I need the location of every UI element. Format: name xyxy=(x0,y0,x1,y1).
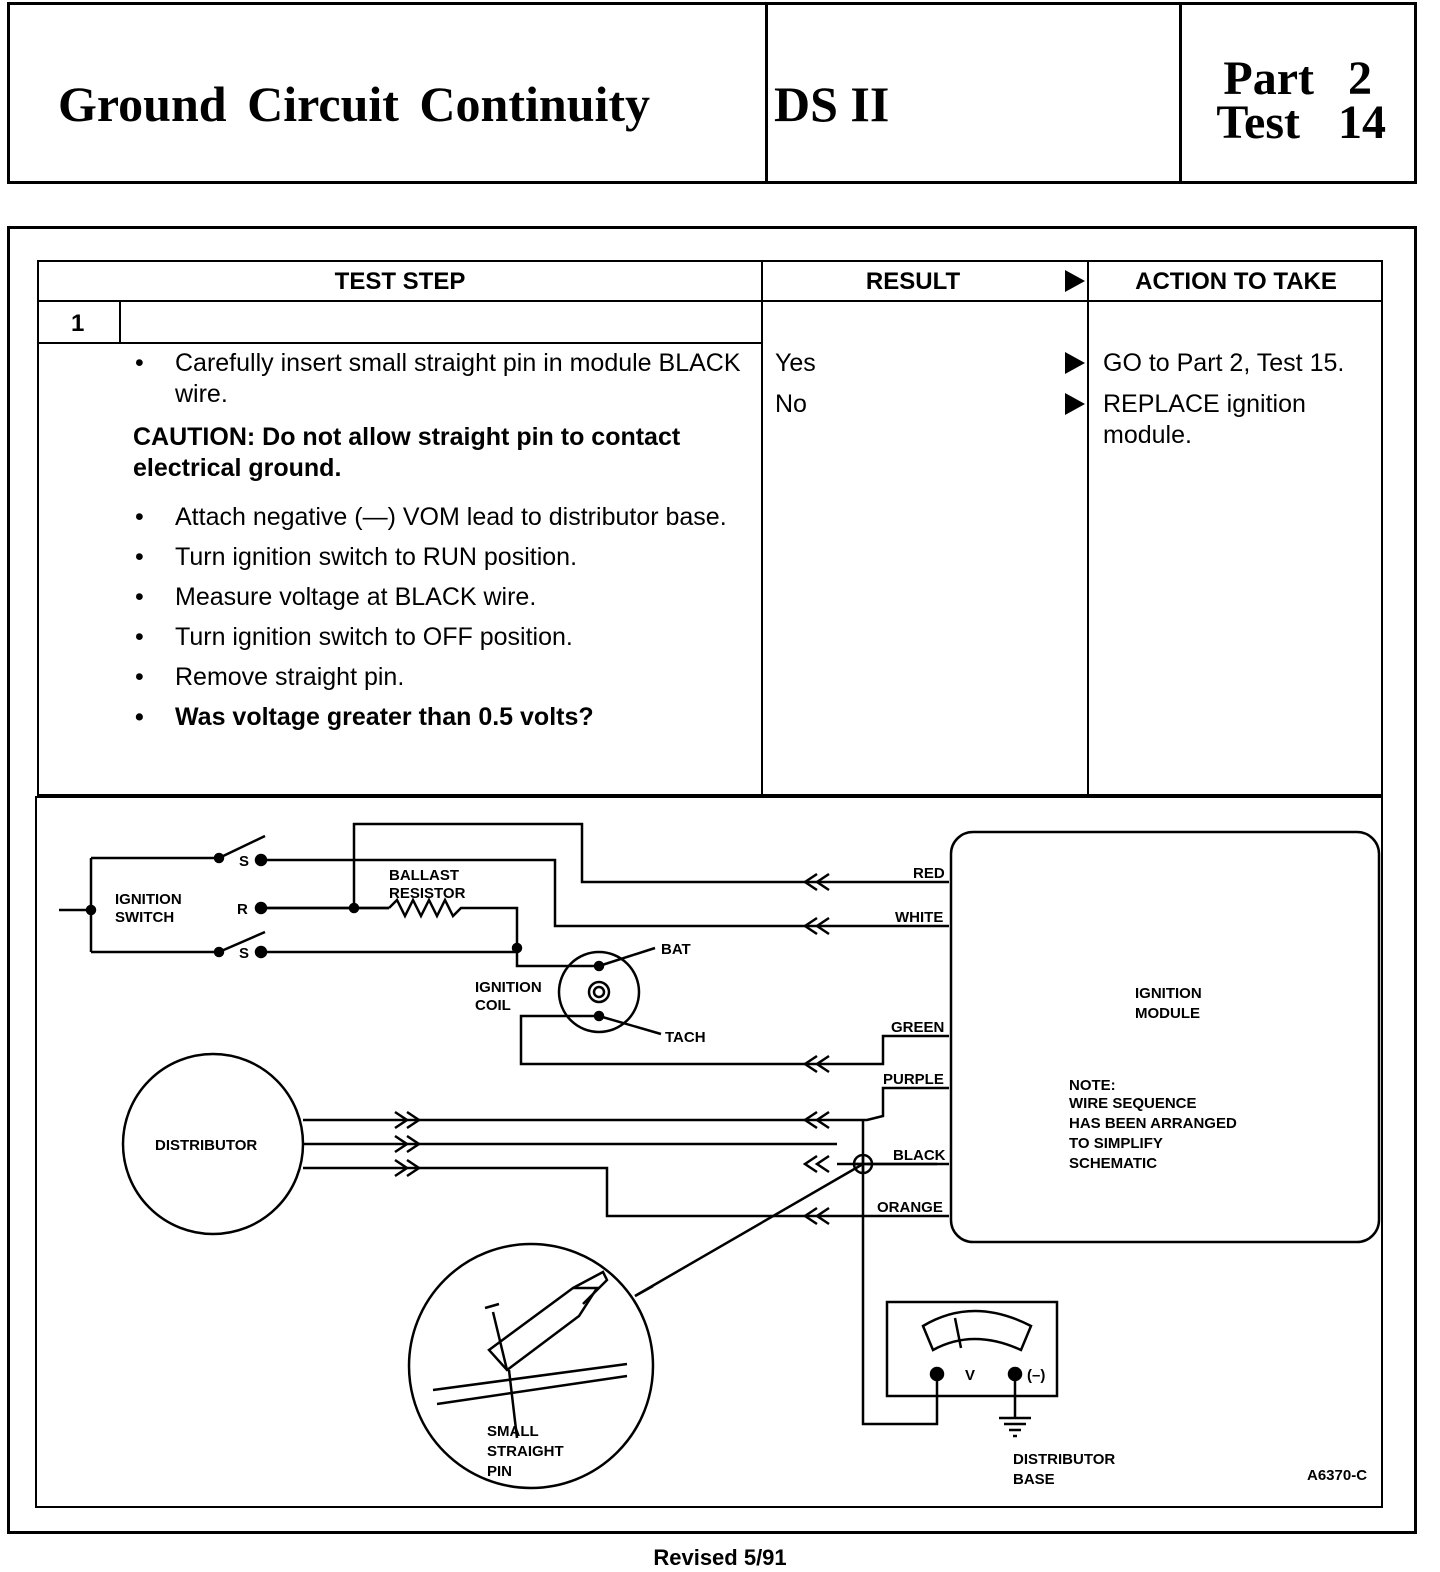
svg-text:V: V xyxy=(965,1367,975,1384)
ignition-module-box xyxy=(949,830,1381,1244)
table-header: TEST STEP RESULT ACTION TO TAKE xyxy=(39,262,1381,302)
ignition-switch: IGNITION SWITCH S R S xyxy=(59,834,268,962)
revision-footer: Revised 5/91 xyxy=(653,1545,787,1570)
svg-text:R: R xyxy=(237,901,248,918)
arrow-right-icon xyxy=(1065,393,1085,415)
svg-text:(–): (–) xyxy=(1027,1367,1045,1384)
action-yes: GO to Part 2, Test 15. xyxy=(1103,349,1345,377)
svg-text:GREEN: GREEN xyxy=(891,1019,944,1036)
svg-text:DISTRIBUTOR: DISTRIBUTOR xyxy=(155,1137,257,1154)
svg-text:RESISTOR: RESISTOR xyxy=(389,885,466,902)
schematic-drawing: IGNITION SWITCH S R S xyxy=(59,822,1381,1490)
result-yes: Yes xyxy=(775,349,816,377)
result-list: Yes No xyxy=(775,348,816,430)
svg-text:BLACK: BLACK xyxy=(893,1147,946,1164)
svg-text:BAT: BAT xyxy=(661,941,691,958)
svg-text:SCHEMATIC: SCHEMATIC xyxy=(1069,1155,1157,1172)
svg-text:IGNITION: IGNITION xyxy=(115,891,182,908)
svg-text:ORANGE: ORANGE xyxy=(877,1199,943,1216)
page-title: Ground Circuit Continuity xyxy=(58,76,651,132)
column-divider xyxy=(761,262,763,794)
list-item: Remove straight pin. xyxy=(133,662,753,693)
svg-text:SWITCH: SWITCH xyxy=(115,909,174,926)
svg-text:COIL: COIL xyxy=(475,997,511,1014)
list-item: Measure voltage at BLACK wire. xyxy=(133,582,753,613)
result-no: No xyxy=(775,390,807,418)
svg-text:S: S xyxy=(239,945,249,962)
list-item: Turn ignition switch to OFF position. xyxy=(133,622,753,653)
svg-text:WHITE: WHITE xyxy=(895,909,943,926)
wiring-schematic: IGNITION SWITCH S R S xyxy=(35,796,1383,1508)
straight-pin-detail xyxy=(407,1242,655,1490)
svg-text:RED: RED xyxy=(913,865,945,882)
list-item: Attach negative (—) VOM lead to distribu… xyxy=(133,502,753,533)
svg-text:STRAIGHT: STRAIGHT xyxy=(487,1443,564,1460)
caution-text: CAUTION: Do not allow straight pin to co… xyxy=(133,423,681,482)
svg-text:PURPLE: PURPLE xyxy=(883,1071,944,1088)
question-item: Was voltage greater than 0.5 volts? xyxy=(133,702,753,733)
col-action: ACTION TO TAKE xyxy=(1135,268,1337,295)
svg-text:IGNITION: IGNITION xyxy=(1135,985,1202,1002)
svg-text:SMALL: SMALL xyxy=(487,1423,539,1440)
svg-text:MODULE: MODULE xyxy=(1135,1005,1200,1022)
test-step-table: TEST STEP RESULT ACTION TO TAKE 1 Carefu… xyxy=(37,260,1383,796)
svg-text:HAS BEEN ARRANGED: HAS BEEN ARRANGED xyxy=(1069,1115,1237,1132)
svg-text:DISTRIBUTOR: DISTRIBUTOR xyxy=(1013,1451,1115,1468)
svg-text:BASE: BASE xyxy=(1013,1471,1055,1488)
step-number: 1 xyxy=(39,302,121,344)
system-cell: DS II xyxy=(768,5,1182,181)
system-name: DS II xyxy=(774,76,890,132)
list-item: Turn ignition switch to RUN position. xyxy=(133,542,753,573)
svg-text:NOTE:: NOTE: xyxy=(1069,1077,1116,1094)
step-instructions: Carefully insert small straight pin in m… xyxy=(133,348,753,742)
voltmeter: V (–) xyxy=(885,1300,1059,1438)
svg-text:TACH: TACH xyxy=(665,1029,706,1046)
test-number: Test 14 xyxy=(1216,96,1386,149)
action-no: REPLACE ignition module. xyxy=(1103,390,1306,449)
wires xyxy=(121,822,949,1426)
page-header: Ground Circuit Continuity DS II Part 2 T… xyxy=(7,2,1417,184)
content-frame xyxy=(7,226,1417,1534)
svg-text:S: S xyxy=(239,853,249,870)
svg-text:TO SIMPLIFY: TO SIMPLIFY xyxy=(1069,1135,1163,1152)
arrow-right-icon xyxy=(1065,352,1085,374)
svg-text:IGNITION: IGNITION xyxy=(475,979,542,996)
svg-text:PIN: PIN xyxy=(487,1463,512,1480)
part-test-cell: Part 2 Test 14 xyxy=(1182,5,1414,181)
schematic-labels: BALLAST RESISTOR BAT TACH IGNITION COIL … xyxy=(155,865,1367,1488)
svg-text:WIRE SEQUENCE: WIRE SEQUENCE xyxy=(1069,1095,1197,1112)
part-number: Part 2 xyxy=(1223,52,1372,105)
title-cell: Ground Circuit Continuity xyxy=(10,5,768,181)
divider xyxy=(121,342,761,344)
arrow-right-icon xyxy=(1065,270,1085,292)
column-divider xyxy=(1087,262,1089,794)
list-item: Carefully insert small straight pin in m… xyxy=(133,348,753,410)
svg-text:A6370-C: A6370-C xyxy=(1307,1467,1367,1484)
col-result: RESULT xyxy=(865,268,961,295)
action-list: GO to Part 2, Test 15. REPLACE ignition … xyxy=(1103,348,1373,461)
svg-text:BALLAST: BALLAST xyxy=(389,867,459,884)
col-test-step: TEST STEP xyxy=(334,268,466,295)
